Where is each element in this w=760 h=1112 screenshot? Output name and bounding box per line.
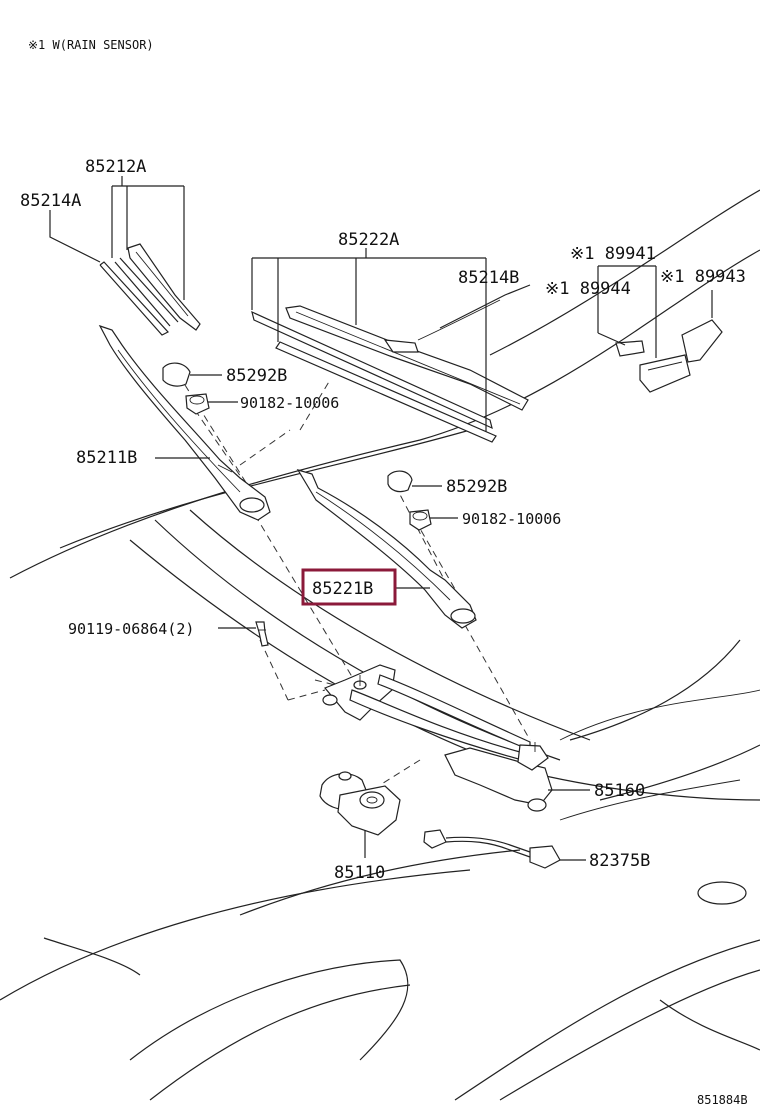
label-85211B[interactable]: 85211B (76, 448, 137, 468)
label-85160[interactable]: 85160 (594, 781, 645, 801)
nut-90182-middle (409, 509, 432, 531)
label-90182-mid[interactable]: 90182-10006 (462, 510, 561, 528)
label-85222A[interactable]: 85222A (338, 230, 399, 250)
car-body-outline (0, 189, 760, 1101)
wiper-arm-85221B (296, 469, 477, 629)
label-89941[interactable]: ※1 89941 (570, 244, 656, 264)
rain-sensor-note: ※1 W(RAIN SENSOR) (28, 38, 154, 52)
label-85292B-top[interactable]: 85292B (226, 366, 287, 386)
label-89944[interactable]: ※1 89944 (545, 279, 631, 299)
leader-lines (49, 176, 713, 861)
label-85110[interactable]: 85110 (334, 863, 385, 883)
label-89943[interactable]: ※1 89943 (660, 267, 746, 287)
diagram-id: 851884B (697, 1093, 748, 1107)
bolt-90119 (255, 621, 269, 647)
label-85292B-mid[interactable]: 85292B (446, 477, 507, 497)
part-labels: 85212A 85214A 85222A 85214B ※1 89941 ※1 … (20, 157, 746, 883)
wiper-blade-85212A (99, 243, 201, 336)
label-85212A[interactable]: 85212A (85, 157, 146, 177)
label-85214A[interactable]: 85214A (20, 191, 81, 211)
wire-harness-82375B (423, 829, 561, 869)
label-90119[interactable]: 90119-06864(2) (68, 620, 194, 638)
label-85221B[interactable]: 85221B (312, 579, 373, 599)
cap-85292B-middle (387, 470, 413, 493)
wiper-linkage-85160 (322, 664, 553, 812)
highlight-box-85221B (301, 568, 397, 606)
cap-85292B-upper (162, 362, 191, 387)
label-90182-top[interactable]: 90182-10006 (240, 394, 339, 412)
wiper-blade-85222A (251, 299, 529, 443)
rain-sensor-parts (615, 319, 723, 393)
label-82375B[interactable]: 82375B (589, 851, 650, 871)
nut-90182-upper (185, 393, 210, 415)
label-85214B[interactable]: 85214B (458, 268, 519, 288)
wiper-motor-85110 (319, 771, 401, 836)
wiper-arm-85211B (98, 324, 271, 521)
